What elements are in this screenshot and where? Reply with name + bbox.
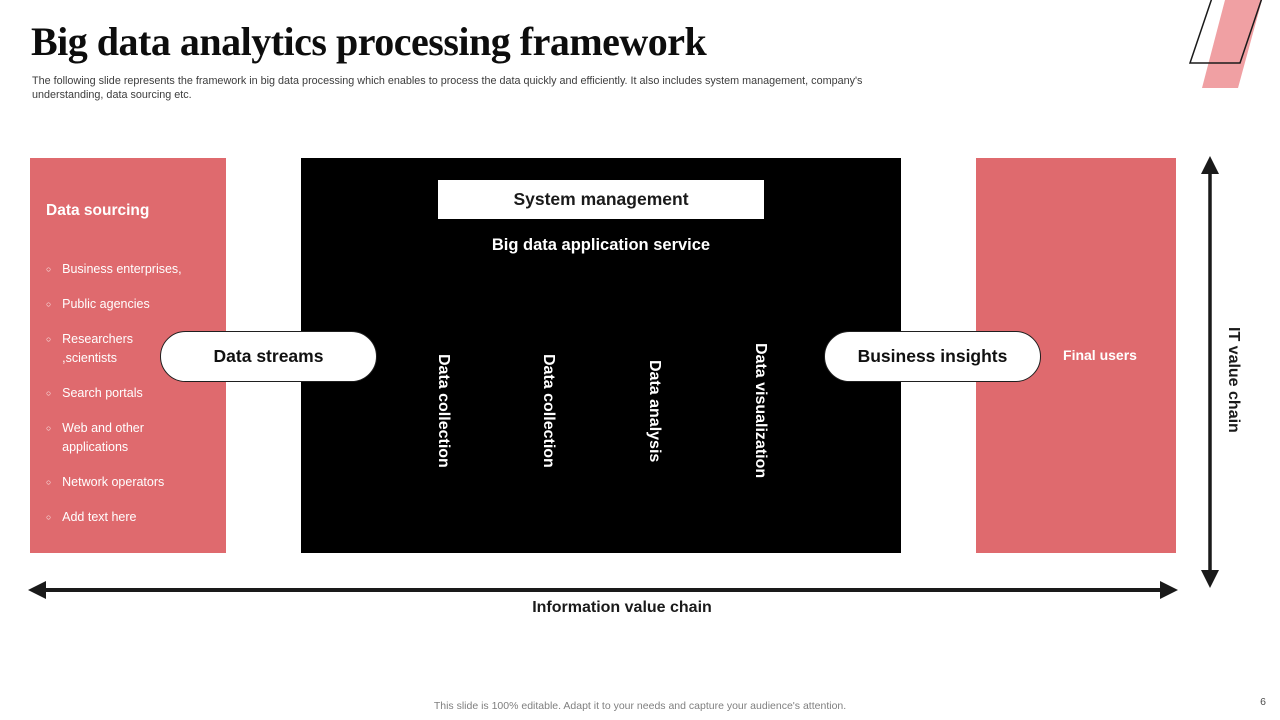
arrowhead-down-icon (1201, 570, 1219, 588)
circle-bullet-icon (46, 419, 51, 438)
list-item: Network operators (46, 473, 212, 492)
information-value-chain-arrow (28, 581, 1178, 599)
arrowhead-up-icon (1201, 156, 1219, 174)
circle-bullet-icon (46, 473, 51, 492)
footer-note: This slide is 100% editable. Adapt it to… (433, 700, 847, 712)
stage-label-data-analysis: Data analysis (646, 359, 663, 463)
stage-label-data-visualization: Data visualization (752, 343, 769, 479)
circle-bullet-icon (46, 508, 51, 527)
logo-outline-parallelogram (1188, 0, 1263, 64)
circle-bullet-icon (46, 384, 51, 403)
list-item-label: Network operators (62, 475, 165, 489)
page-title: Big data analytics processing framework (31, 19, 707, 64)
list-item: Business enterprises, (46, 260, 212, 279)
arrowhead-right-icon (1160, 581, 1178, 599)
it-value-chain-label: IT value chain (1225, 327, 1242, 433)
stage-label-data-collection-1: Data collection (435, 354, 452, 468)
brand-logo-icon (1188, 0, 1263, 88)
data-streams-pill: Data streams (160, 331, 377, 382)
list-item: Public agencies (46, 295, 212, 314)
processing-panel: System management Big data application s… (301, 158, 901, 553)
list-item: Search portals (46, 384, 212, 403)
system-management-box: System management (438, 180, 764, 219)
data-sourcing-panel: Data sourcing Business enterprises, Publ… (30, 158, 226, 553)
big-data-application-service-label: Big data application service (491, 236, 711, 254)
information-value-chain-label: Information value chain (532, 599, 712, 616)
list-item: Researchers ,scientists (46, 330, 212, 368)
slide-subtitle: The following slide represents the frame… (32, 75, 863, 102)
circle-bullet-icon (46, 330, 51, 349)
stage-label-data-collection-2: Data collection (540, 354, 557, 468)
list-item-label: Researchers ,scientists (62, 332, 134, 365)
list-item: Web and other applications (46, 419, 212, 457)
data-sourcing-list: Business enterprises, Public agencies Re… (46, 260, 212, 527)
list-item-label: Business enterprises, (62, 262, 182, 276)
arrowhead-left-icon (28, 581, 46, 599)
circle-bullet-icon (46, 260, 51, 279)
logo-pink-parallelogram (1202, 0, 1262, 88)
business-insights-pill: Business insights (824, 331, 1041, 382)
list-item-label: Web and other applications (62, 421, 144, 454)
list-item-label: Add text here (62, 510, 137, 524)
list-item-label: Public agencies (62, 297, 150, 311)
list-item: Add text here (46, 508, 212, 527)
data-sourcing-heading: Data sourcing (46, 202, 150, 219)
list-item-label: Search portals (62, 386, 143, 400)
final-users-label: Final users (1063, 347, 1137, 363)
page-number: 6 (1260, 696, 1266, 708)
it-value-chain-arrow (1201, 156, 1219, 588)
circle-bullet-icon (46, 295, 51, 314)
